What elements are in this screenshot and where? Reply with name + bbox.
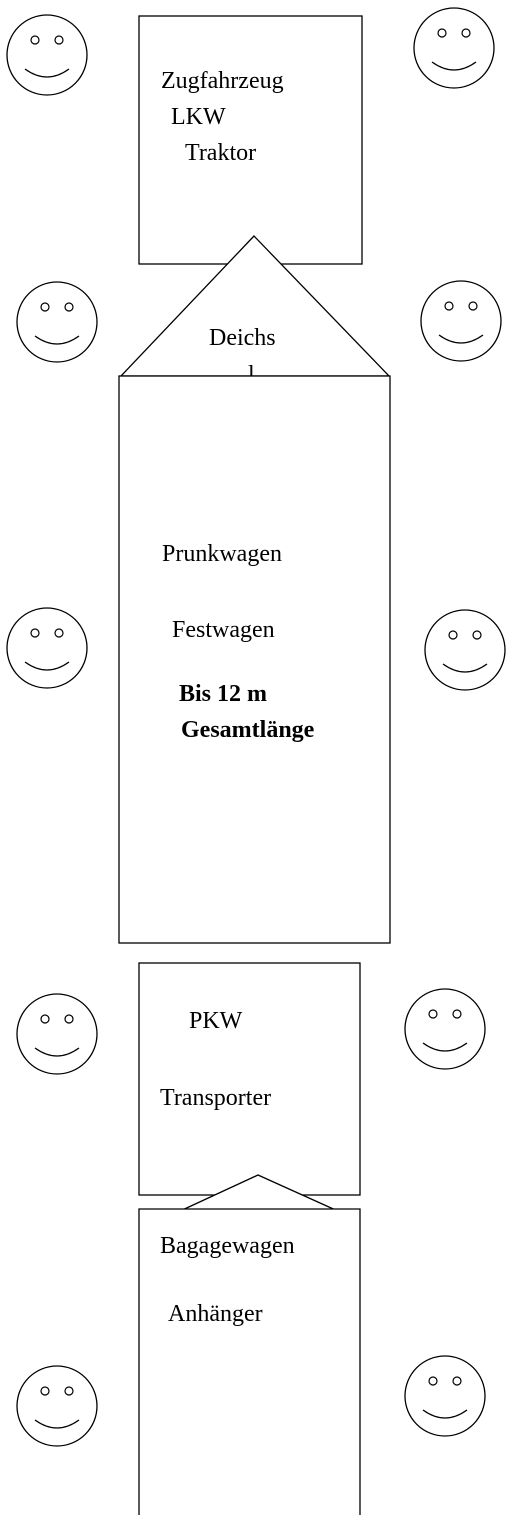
smiley-face-icon bbox=[6, 14, 88, 96]
tow-vehicle-label: Zugfahrzeug bbox=[161, 68, 284, 94]
drawbar-label-cut: l bbox=[248, 362, 255, 388]
float-festwagen-label: Festwagen bbox=[172, 617, 275, 643]
smiley-face-icon bbox=[16, 1365, 98, 1447]
smiley-face-icon bbox=[6, 607, 88, 689]
trailer-anhaenger-label: Anhänger bbox=[168, 1301, 263, 1327]
car-pkw-label: PKW bbox=[189, 1008, 243, 1034]
smiley-face-icon bbox=[424, 609, 506, 691]
trailer-bagagewagen-label: Bagagewagen bbox=[160, 1233, 295, 1259]
float-box bbox=[118, 375, 391, 944]
smiley-face-icon bbox=[413, 7, 495, 89]
trailer-box bbox=[138, 1208, 361, 1515]
float-length-label: Bis 12 m bbox=[179, 681, 267, 707]
car-box bbox=[138, 962, 361, 1196]
smiley-face-icon bbox=[16, 993, 98, 1075]
tow-vehicle-lkw-label: LKW bbox=[171, 104, 226, 130]
smiley-face-icon bbox=[404, 1355, 486, 1437]
drawbar-label: Deichs bbox=[209, 325, 276, 351]
tow-vehicle-traktor-label: Traktor bbox=[185, 140, 256, 166]
tow-vehicle-box bbox=[138, 15, 363, 265]
smiley-face-icon bbox=[16, 281, 98, 363]
car-transporter-label: Transporter bbox=[160, 1085, 271, 1111]
float-prunkwagen-label: Prunkwagen bbox=[162, 541, 282, 567]
smiley-face-icon bbox=[404, 988, 486, 1070]
float-length-label-2: Gesamtlänge bbox=[181, 717, 315, 743]
smiley-face-icon bbox=[420, 280, 502, 362]
